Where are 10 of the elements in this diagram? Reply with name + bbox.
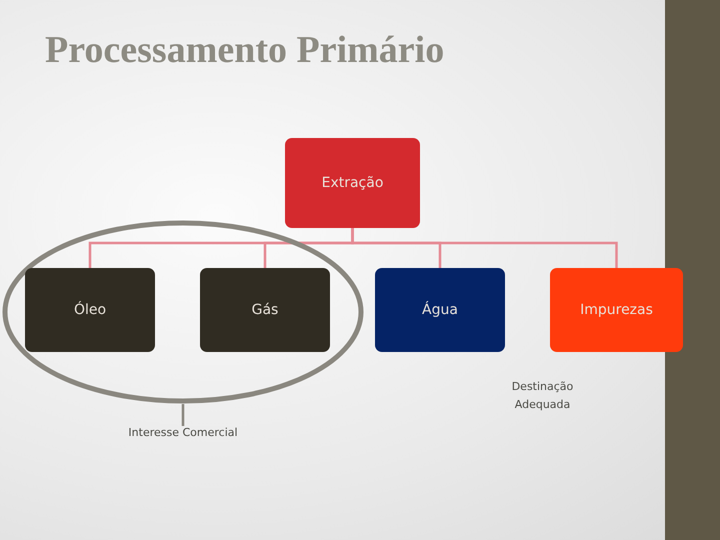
slide-title: Processamento Primário	[45, 28, 444, 72]
connector-line	[182, 404, 184, 426]
process-box: Água	[375, 268, 505, 352]
process-box: Gás	[200, 268, 330, 352]
process-box: Extração	[285, 138, 420, 228]
note-text: Destinação Adequada	[510, 379, 574, 413]
connector-line	[351, 228, 618, 268]
process-box: Óleo	[25, 268, 155, 352]
note-text: Interesse Comercial	[98, 426, 268, 439]
process-box: Impurezas	[550, 268, 683, 352]
